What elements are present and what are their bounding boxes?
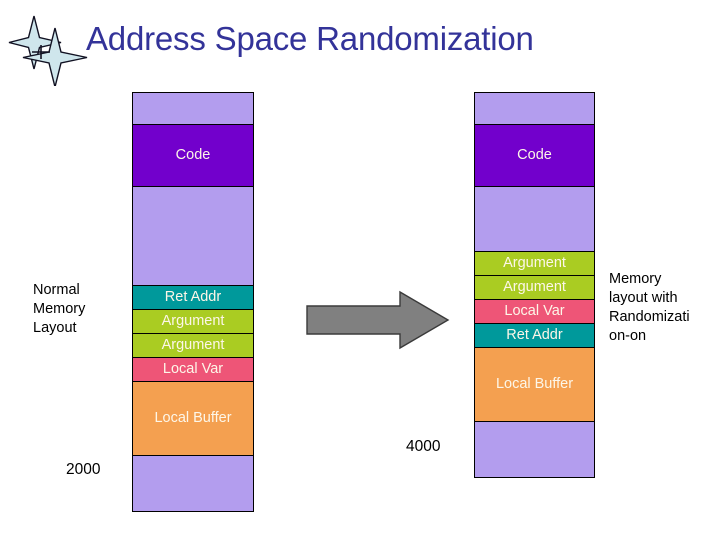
memory-block-label: Local Buffer	[495, 376, 574, 393]
right-arrow-icon	[306, 290, 450, 350]
caption-line: on-on	[609, 328, 647, 344]
memory-block-code: Code	[132, 124, 254, 187]
right-column-caption: Memory layout with Randomizati on-on	[609, 270, 717, 346]
memory-block-local-var: Local Var	[132, 357, 254, 382]
memory-block-label: Local Var	[162, 361, 224, 378]
memory-block-empty-gap	[132, 186, 254, 286]
address-label-right: 4000	[406, 438, 441, 455]
memory-block-empty-bottom	[132, 455, 254, 512]
memory-block-label: Argument	[503, 255, 566, 272]
memory-block-argument-1: Argument	[474, 251, 595, 276]
sparkle-star-icon	[8, 15, 88, 86]
memory-block-local-buffer: Local Buffer	[132, 381, 254, 456]
address-label-left: 2000	[66, 461, 101, 478]
memory-block-label: Local Buffer	[154, 410, 232, 427]
memory-block-label: Ret Addr	[164, 289, 222, 306]
memory-block-empty-top	[132, 92, 254, 125]
memory-block-label: Argument	[161, 337, 225, 354]
caption-line: Memory	[609, 271, 662, 287]
memory-block-label: Code	[517, 147, 552, 164]
memory-block-label: Argument	[161, 313, 225, 330]
memory-block-argument-1: Argument	[132, 309, 254, 334]
caption-line: Randomizati	[609, 309, 690, 325]
memory-block-label: Code	[175, 147, 211, 164]
memory-block-local-buffer: Local Buffer	[474, 347, 595, 422]
memory-block-empty-bottom	[474, 421, 595, 478]
caption-line: Layout	[33, 320, 77, 336]
memory-block-local-var: Local Var	[474, 299, 595, 324]
memory-block-label: Local Var	[504, 303, 565, 320]
memory-block-code: Code	[474, 124, 595, 187]
memory-block-empty-top	[474, 92, 595, 125]
memory-block-argument-2: Argument	[474, 275, 595, 300]
memory-block-label: Argument	[503, 279, 566, 296]
memory-block-label: Ret Addr	[506, 327, 563, 344]
memory-block-argument-2: Argument	[132, 333, 254, 358]
memory-block-ret-addr: Ret Addr	[474, 323, 595, 348]
caption-line: Normal	[33, 282, 80, 298]
caption-line: layout with	[609, 290, 678, 306]
memory-block-empty-gap	[474, 186, 595, 252]
left-column-caption: Normal Memory Layout	[33, 281, 128, 338]
caption-line: Memory	[33, 301, 86, 317]
memory-block-ret-addr: Ret Addr	[132, 285, 254, 310]
page-title: Address Space Randomization	[86, 20, 534, 57]
